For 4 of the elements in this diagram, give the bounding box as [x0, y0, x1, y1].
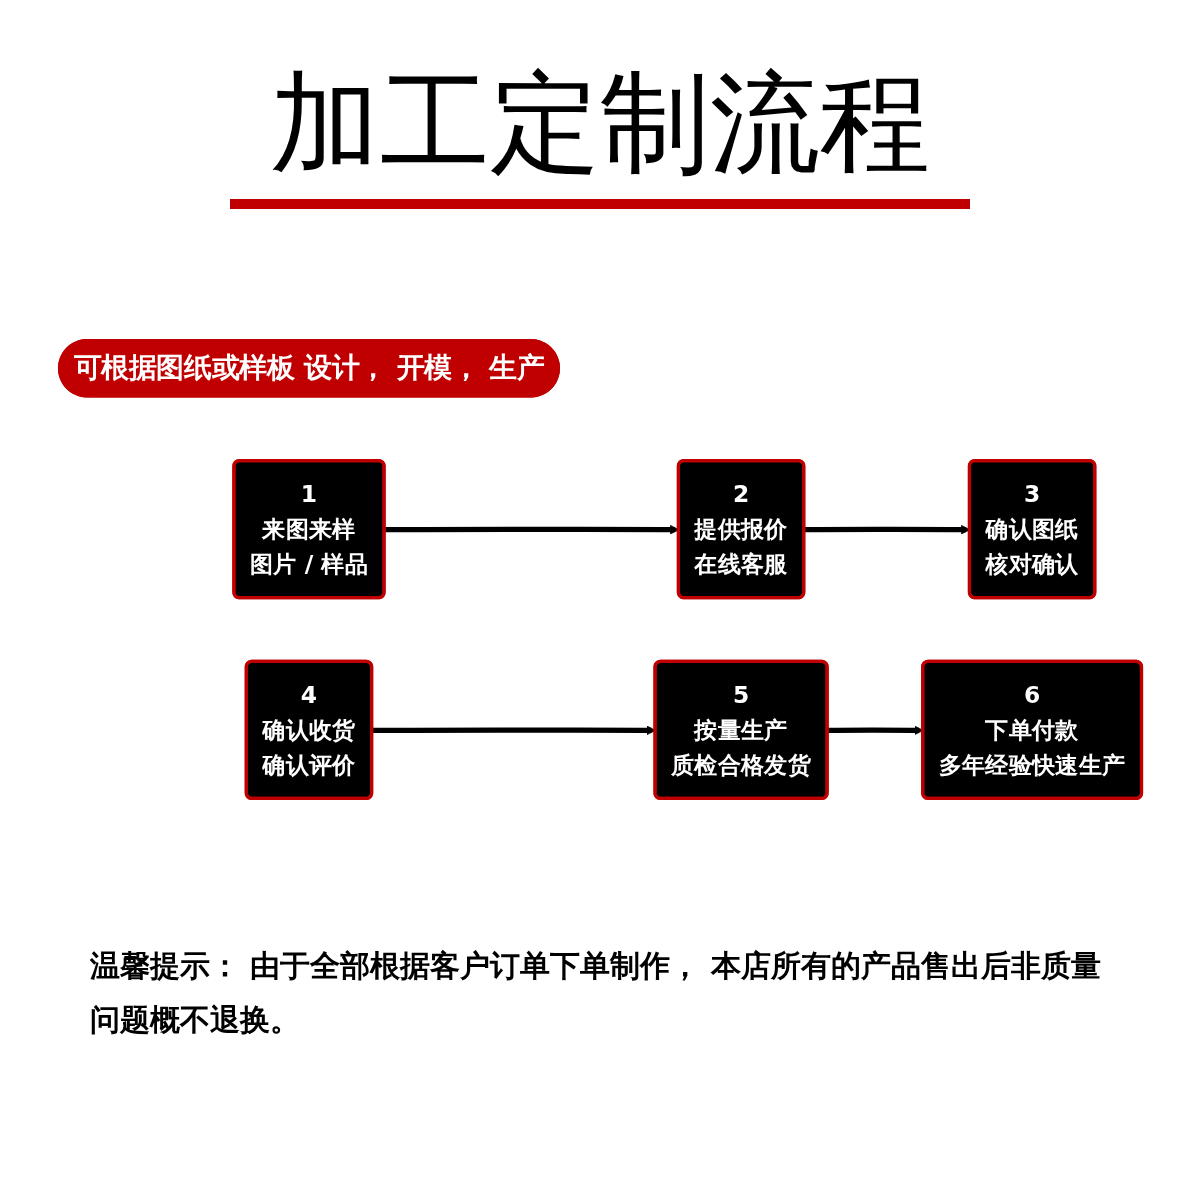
title: 加工定制流程: [230, 50, 970, 209]
note-text: 温馨提示： 由于全部根据客户订单下单制作， 本店所有的产品售出后非质量问题概不退换。: [90, 947, 1102, 1039]
arrow: [827, 725, 924, 736]
arrow: [384, 524, 680, 535]
